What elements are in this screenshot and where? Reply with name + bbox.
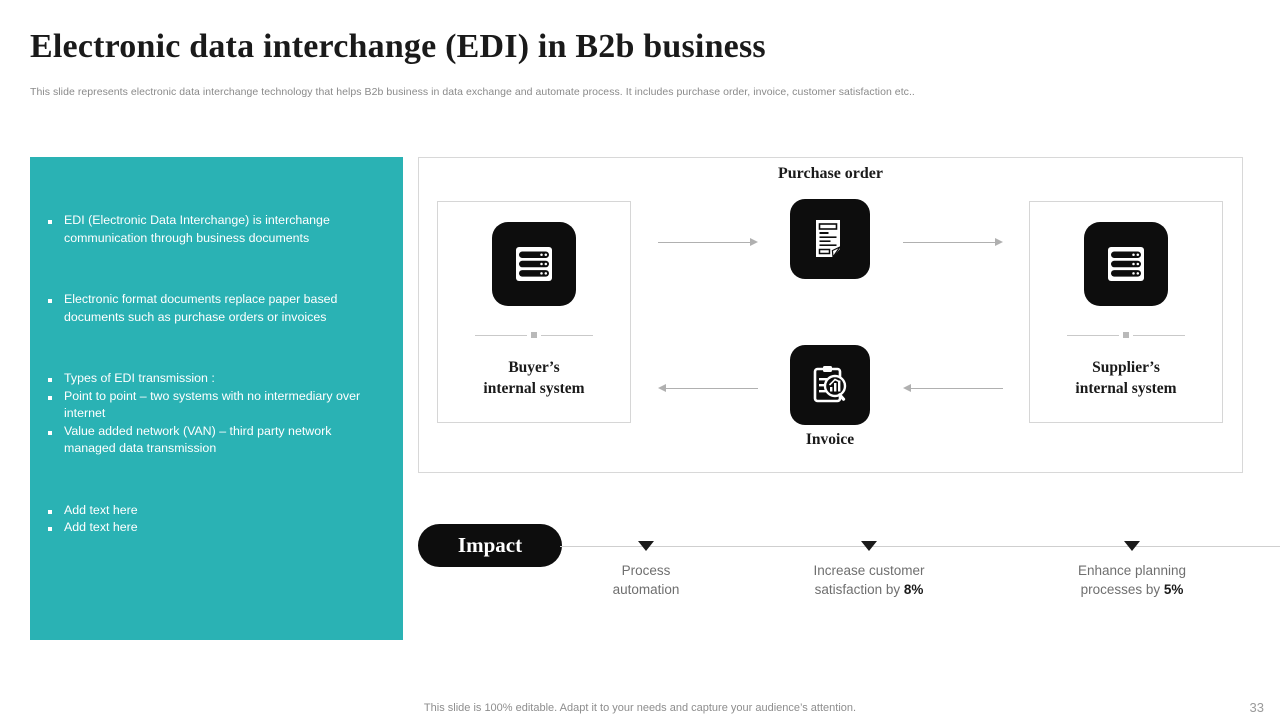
- arrow-buyer-to-purchase-order: [658, 236, 758, 248]
- list-item: Electronic format documents replace pape…: [48, 291, 383, 326]
- server-icon: [1084, 222, 1168, 306]
- impact-item-1-line2: automation: [612, 582, 680, 597]
- buyer-system-card: Buyer’s internal system: [437, 201, 631, 423]
- sidebar-bullet-6: Add text here: [64, 520, 138, 534]
- info-sidebar: EDI (Electronic Data Interchange) is int…: [30, 157, 403, 640]
- list-item: Value added network (VAN) – third party …: [48, 423, 383, 458]
- arrow-head: [903, 384, 911, 392]
- divider-dot: [1123, 332, 1129, 338]
- spacer: [48, 247, 383, 291]
- invoice-label: Invoice: [805, 431, 855, 448]
- list-item: EDI (Electronic Data Interchange) is int…: [48, 212, 383, 247]
- bullet-square-icon: [48, 370, 64, 384]
- sidebar-bullet-4: Value added network (VAN) – third party …: [64, 423, 332, 456]
- arrow-shaft: [658, 241, 750, 243]
- bullet-square-icon: [48, 291, 64, 305]
- buyer-label-line1: Buyer’s: [508, 359, 560, 376]
- caret-down-icon: [861, 541, 877, 551]
- list-item: Add text here: [48, 519, 383, 537]
- supplier-label-line2: internal system: [1075, 380, 1177, 397]
- arrow-head: [995, 238, 1003, 246]
- invoice-node: Invoice: [790, 345, 870, 448]
- sidebar-bullet-2: Types of EDI transmission :: [64, 371, 215, 385]
- impact-badge: Impact: [418, 524, 562, 567]
- purchase-order-node: [790, 199, 870, 279]
- impact-item-3-text: Enhance planning processes by 5%: [1022, 561, 1242, 599]
- arrow-supplier-to-invoice: [903, 382, 1003, 394]
- impact-item-1-line1: Process: [621, 563, 671, 578]
- arrow-shaft: [903, 241, 995, 243]
- impact-item-1: Process automation: [536, 541, 756, 599]
- bullet-square-icon: [48, 212, 64, 226]
- arrow-head: [750, 238, 758, 246]
- caret-down-icon: [638, 541, 654, 551]
- divider-line-left: [475, 334, 527, 336]
- arrow-head: [658, 384, 666, 392]
- buyer-icon-wrap: [438, 222, 630, 306]
- impact-timeline: [560, 546, 1280, 547]
- footer-note: This slide is 100% editable. Adapt it to…: [423, 702, 857, 714]
- buyer-label: Buyer’s internal system: [438, 357, 630, 399]
- impact-item-2-line1: Increase customer: [813, 563, 925, 578]
- impact-item-2-line2: satisfaction by 8%: [814, 582, 924, 597]
- supplier-label-line1: Supplier’s: [1092, 359, 1160, 376]
- card-divider: [438, 332, 630, 338]
- supplier-label: Supplier’s internal system: [1030, 357, 1222, 399]
- impact-item-3: Enhance planning processes by 5%: [1022, 541, 1242, 599]
- divider-line-left: [1067, 334, 1119, 336]
- clipboard-analytics-icon: [790, 345, 870, 425]
- bullet-square-icon: [48, 502, 64, 516]
- impact-item-2-value: 8%: [903, 582, 924, 597]
- sidebar-bullet-1: Electronic format documents replace pape…: [64, 292, 338, 324]
- sidebar-bullet-0: EDI (Electronic Data Interchange) is int…: [64, 213, 330, 245]
- impact-item-1-text: Process automation: [536, 561, 756, 599]
- arrow-invoice-to-buyer: [658, 382, 758, 394]
- impact-item-3-line1: Enhance planning: [1077, 563, 1187, 578]
- arrow-shaft: [911, 387, 1003, 389]
- page-number: 33: [1249, 700, 1264, 715]
- bullet-square-icon: [48, 519, 64, 533]
- divider-line-right: [1133, 334, 1185, 336]
- spacer: [48, 458, 383, 502]
- arrow-shaft: [666, 387, 758, 389]
- page-title: Electronic data interchange (EDI) in B2b…: [30, 28, 766, 65]
- sidebar-bullet-5: Add text here: [64, 502, 138, 517]
- impact-item-3-line2: processes by 5%: [1080, 582, 1184, 597]
- list-item: Add text here: [48, 502, 383, 520]
- spacer: [48, 326, 383, 370]
- impact-item-3-value: 5%: [1163, 582, 1184, 597]
- page-subtitle: This slide represents electronic data in…: [30, 86, 915, 98]
- bullet-square-icon: [48, 423, 64, 437]
- bullet-square-icon: [48, 388, 64, 402]
- impact-item-2-text: Increase customer satisfaction by 8%: [759, 561, 979, 599]
- supplier-system-card: Supplier’s internal system: [1029, 201, 1223, 423]
- card-divider: [1030, 332, 1222, 338]
- divider-dot: [531, 332, 537, 338]
- list-item: Types of EDI transmission :: [48, 370, 383, 388]
- server-icon: [492, 222, 576, 306]
- arrow-purchase-order-to-supplier: [903, 236, 1003, 248]
- document-signed-icon: [790, 199, 870, 279]
- caret-down-icon: [1124, 541, 1140, 551]
- impact-item-2: Increase customer satisfaction by 8%: [759, 541, 979, 599]
- sidebar-bullet-3: Point to point – two systems with no int…: [64, 388, 361, 421]
- supplier-icon-wrap: [1030, 222, 1222, 306]
- buyer-label-line2: internal system: [483, 380, 585, 397]
- list-item: Point to point – two systems with no int…: [48, 388, 383, 423]
- divider-line-right: [541, 334, 593, 336]
- purchase-order-label: Purchase order: [777, 165, 883, 182]
